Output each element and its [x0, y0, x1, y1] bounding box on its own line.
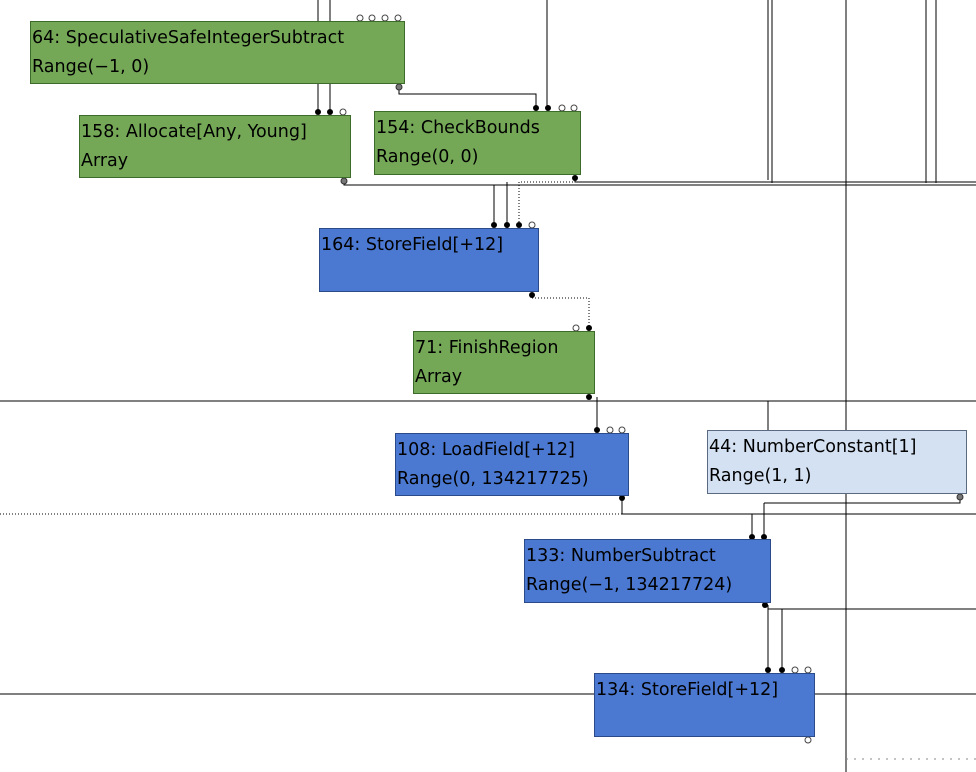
node-subtitle: Range(−1, 134217724)	[526, 575, 733, 595]
node-subtitle: Array	[415, 367, 463, 387]
node-title: 108: LoadField[+12]	[397, 440, 575, 460]
node-158-allocate[interactable]: 158: Allocate[Any, Young] Array	[79, 115, 351, 178]
node-subtitle: Range(0, 0)	[376, 147, 479, 167]
node-133-number-subtract[interactable]: 133: NumberSubtract Range(−1, 134217724)	[524, 539, 771, 603]
node-title: 164: StoreField[+12]	[321, 235, 504, 255]
node-154-check-bounds[interactable]: 154: CheckBounds Range(0, 0)	[374, 111, 581, 175]
node-title: 71: FinishRegion	[415, 338, 559, 358]
node-64-speculative-safe-integer-subtract[interactable]: 64: SpeculativeSafeIntegerSubtract Range…	[30, 21, 405, 84]
node-44-number-constant[interactable]: 44: NumberConstant[1] Range(1, 1)	[707, 430, 967, 494]
node-title: 64: SpeculativeSafeIntegerSubtract	[32, 28, 345, 48]
edge-ports	[315, 14, 964, 744]
node-164-store-field[interactable]: 164: StoreField[+12]	[319, 228, 539, 292]
node-subtitle: Array	[81, 151, 129, 171]
node-subtitle: Range(−1, 0)	[32, 57, 150, 77]
node-134-store-field[interactable]: 134: StoreField[+12]	[594, 673, 815, 737]
node-title: 44: NumberConstant[1]	[709, 437, 917, 457]
node-title: 133: NumberSubtract	[526, 546, 716, 566]
node-subtitle: Range(0, 134217725)	[397, 469, 589, 489]
node-title: 158: Allocate[Any, Young]	[81, 122, 307, 142]
node-title: 134: StoreField[+12]	[596, 680, 779, 700]
node-subtitle: Range(1, 1)	[709, 466, 812, 486]
node-71-finish-region[interactable]: 71: FinishRegion Array	[413, 331, 595, 394]
node-108-load-field[interactable]: 108: LoadField[+12] Range(0, 134217725)	[395, 433, 629, 496]
node-title: 154: CheckBounds	[376, 118, 540, 138]
